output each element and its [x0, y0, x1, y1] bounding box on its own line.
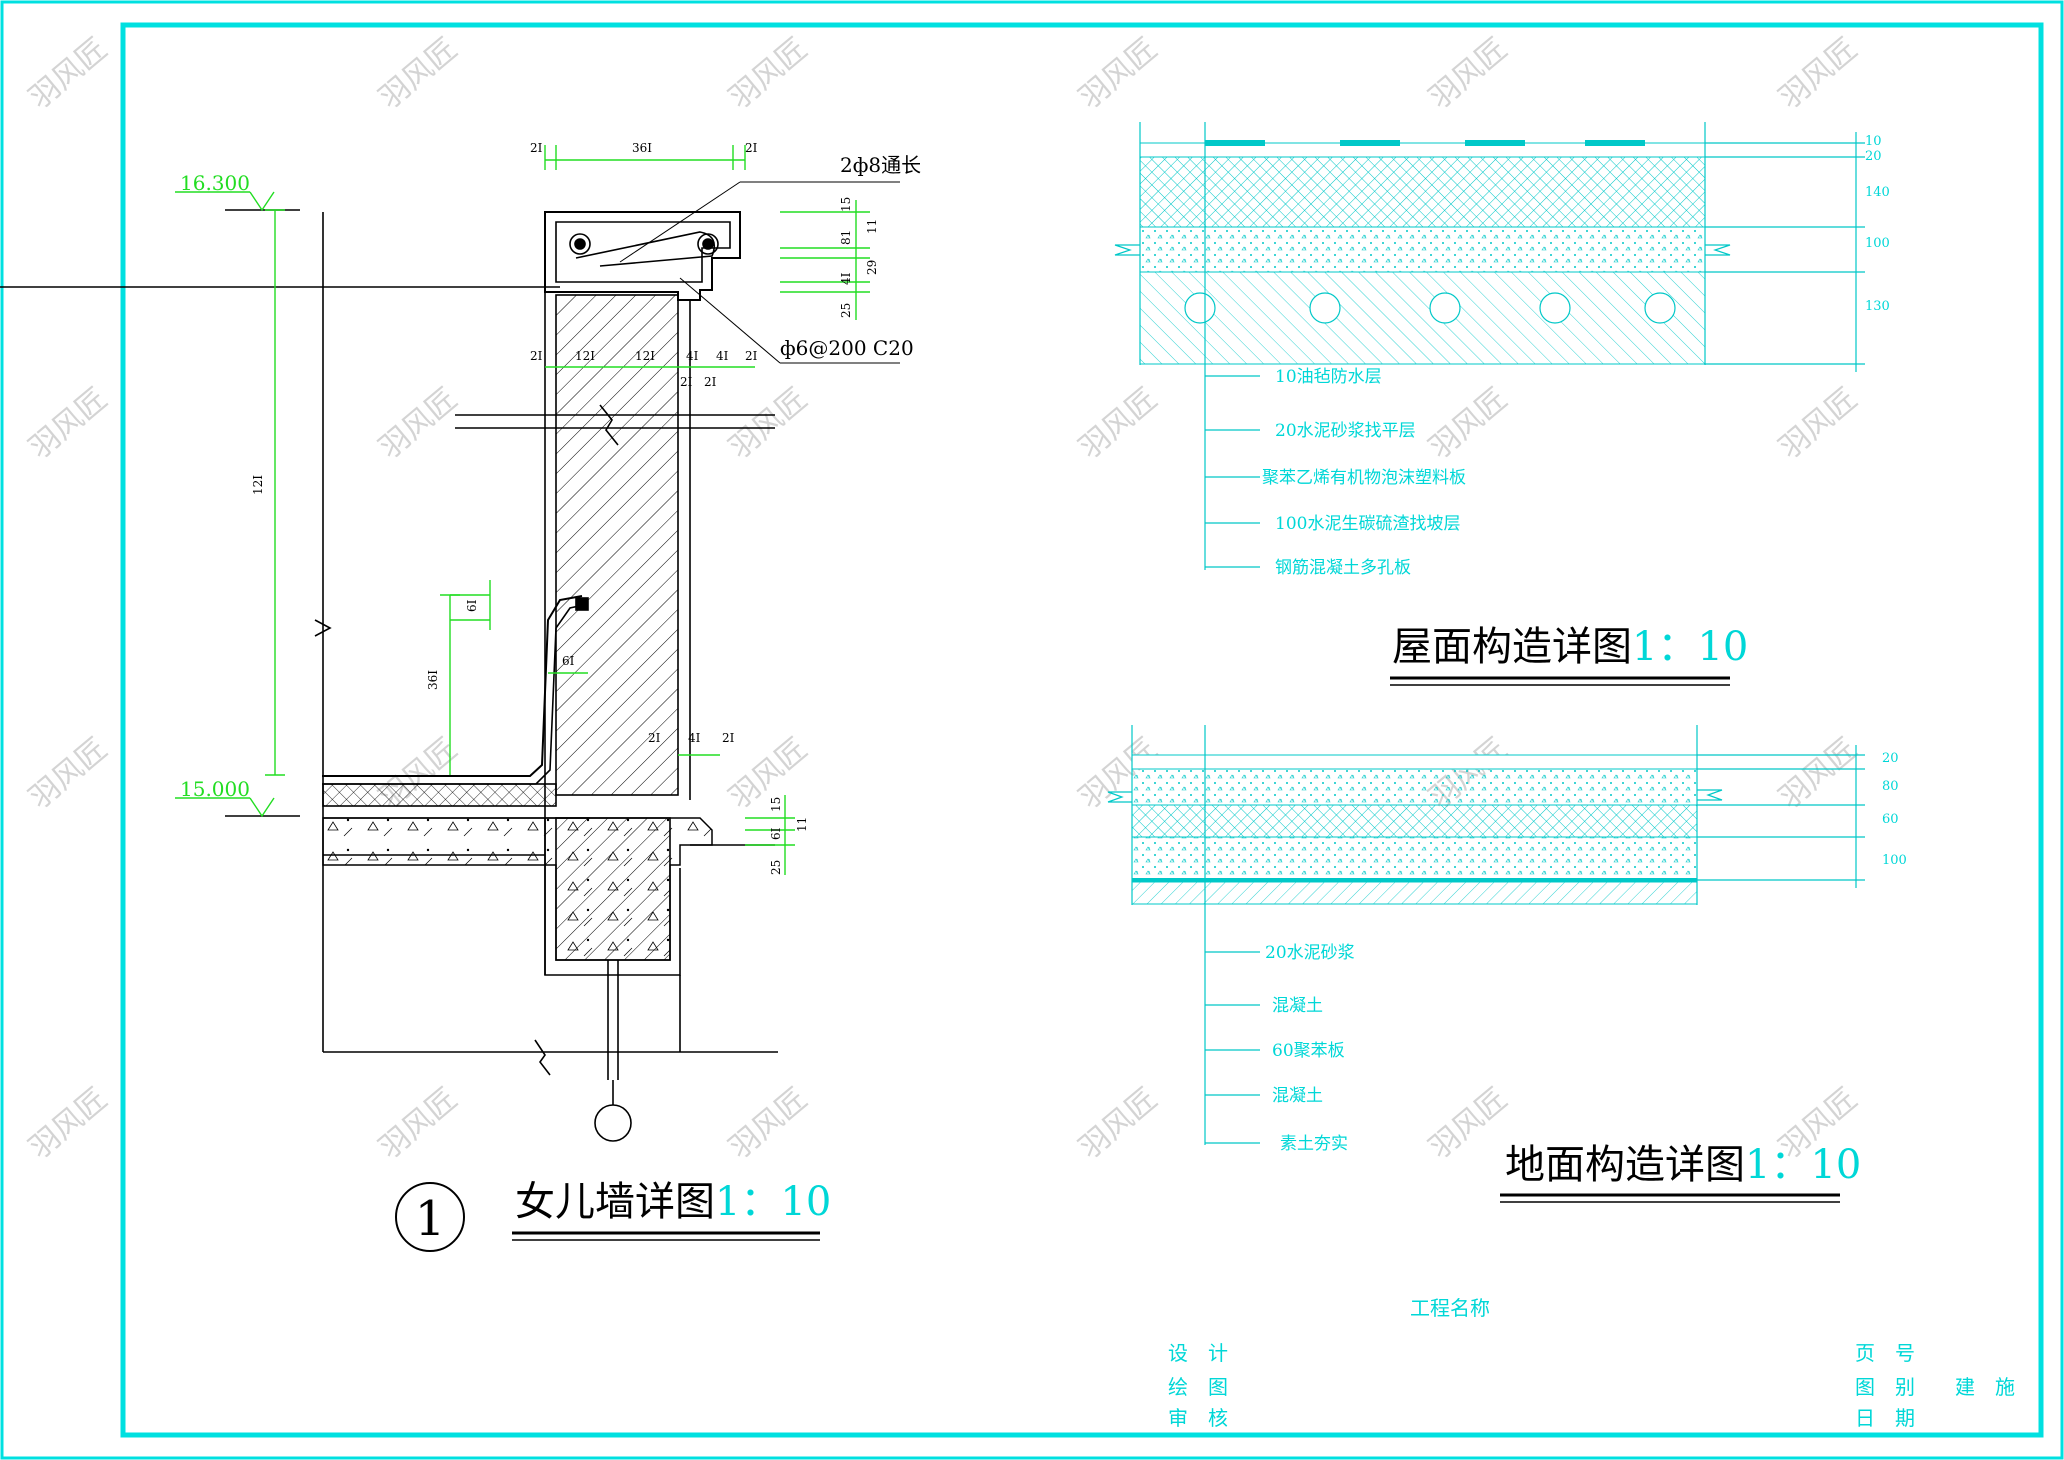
dim-top-left: 2Ⅰ	[530, 141, 543, 155]
roof-detail: 10 20 140 100 130 10油毡防水层 20水泥砂浆找平层 聚苯乙烯…	[1114, 122, 1890, 686]
roof-dim-0: 10	[1865, 134, 1882, 149]
floor-layer-4: 素土夯实	[1280, 1134, 1348, 1154]
watermark-text: 羽风匠	[723, 381, 814, 466]
dim-base-2: 2Ⅰ	[648, 731, 661, 745]
floor-title: 地面构造详图1：10	[1505, 1142, 1861, 1188]
elevation-marker-lines	[175, 191, 275, 818]
page-label: 页 号	[1855, 1341, 1915, 1365]
dim-mid-2b: 2Ⅰ	[745, 349, 758, 363]
elev-top-label: 16.300	[180, 171, 250, 195]
dim-flash-36: 36Ⅰ	[426, 670, 440, 690]
watermark-text: 羽风匠	[1423, 1081, 1514, 1166]
dim-right-25: 25	[839, 303, 853, 318]
roof-layer-0: 10油毡防水层	[1275, 367, 1382, 387]
dim-mid-4a: 4Ⅰ	[686, 349, 699, 363]
watermark-text: 羽风匠	[373, 31, 464, 116]
dim-mid-12a: 12Ⅰ	[575, 349, 595, 363]
floor-layer-0: 20水泥砂浆	[1265, 943, 1355, 963]
design-label: 设 计	[1168, 1341, 1228, 1365]
watermark-text: 羽风匠	[1773, 381, 1864, 466]
elev-bottom-label: 15.000	[180, 777, 250, 801]
watermark-text: 羽风匠	[23, 731, 114, 816]
project-name-label: 工程名称	[1410, 1296, 1490, 1320]
watermark-text: 羽风匠	[1773, 31, 1864, 116]
dim-low-15: 15	[769, 797, 783, 812]
parapet-texts: 16.300 15.000 2ф8通长 ф6@200 C20 2Ⅰ 36Ⅰ 2Ⅰ…	[180, 141, 921, 875]
watermark-text: 羽风匠	[373, 381, 464, 466]
dim-right-29: 29	[865, 260, 879, 275]
detail-marker-number: 1	[415, 1191, 446, 1247]
dim-low-11: 11	[795, 817, 809, 832]
floor-dim-0: 20	[1882, 751, 1899, 766]
roof-dim-2: 140	[1865, 185, 1890, 200]
parapet-dimension-lines	[265, 145, 870, 875]
watermark-text: 羽风匠	[1073, 31, 1164, 116]
dim-right-41: 4Ⅰ	[839, 272, 853, 285]
dim-top-right: 2Ⅰ	[745, 141, 758, 155]
category-label: 图 别	[1855, 1375, 1915, 1399]
floor-detail: 20 80 60 100 20水泥砂浆 混凝土 60聚苯板 混凝土 素土夯实 地…	[1107, 725, 1907, 1203]
draw-label: 绘 图	[1168, 1375, 1228, 1399]
dim-mid-2c: 2Ⅰ	[680, 375, 693, 389]
watermark-text: 羽风匠	[23, 31, 114, 116]
floor-layer-1: 混凝土	[1272, 996, 1323, 1016]
watermark-text: 羽风匠	[723, 1081, 814, 1166]
dim-base-4: 4Ⅰ	[688, 731, 701, 745]
dim-low-25: 25	[769, 860, 783, 875]
watermark-text: 羽风匠	[23, 381, 114, 466]
dim-mid-12b: 12Ⅰ	[635, 349, 655, 363]
dim-flash-6b: 6Ⅰ	[562, 654, 575, 668]
rebar-label: 2ф8通长	[840, 153, 921, 177]
category-value: 建 施	[1955, 1375, 2015, 1399]
floor-layer-2: 60聚苯板	[1272, 1041, 1345, 1061]
roof-title: 屋面构造详图1：10	[1392, 624, 1748, 670]
dim-low-61: 6Ⅰ	[769, 827, 783, 840]
detail-marker-circle	[395, 1182, 465, 1252]
dim-mid-2a: 2Ⅰ	[530, 349, 543, 363]
watermark-text: 羽风匠	[1073, 381, 1164, 466]
dim-top-mid: 36Ⅰ	[632, 141, 652, 155]
watermark-text: 羽风匠	[1773, 731, 1864, 816]
watermark-text: 羽风匠	[23, 1081, 114, 1166]
floor-dim-3: 100	[1882, 853, 1907, 868]
dim-mid-4b: 4Ⅰ	[716, 349, 729, 363]
roof-dim-4: 130	[1865, 299, 1890, 314]
stirrup-label: ф6@200 C20	[780, 336, 914, 360]
dim-right-81: 81	[839, 230, 853, 245]
dim-right-15: 15	[839, 197, 853, 212]
roof-dim-3: 100	[1865, 236, 1890, 251]
watermark-text: 羽风匠	[1423, 31, 1514, 116]
floor-dim-2: 60	[1882, 812, 1899, 827]
roof-layer-3: 100水泥生碳硫渣找坡层	[1275, 514, 1460, 534]
watermark-text: 羽风匠	[1073, 1081, 1164, 1166]
inner-frame	[120, 22, 2044, 1438]
watermark-text: 羽风匠	[1423, 381, 1514, 466]
parapet-title-block: 1 女儿墙详图1：10	[395, 1179, 831, 1252]
date-label: 日 期	[1855, 1406, 1915, 1430]
check-label: 审 核	[1168, 1406, 1228, 1430]
dim-base-2b: 2Ⅰ	[722, 731, 735, 745]
dim-mid-2d: 2Ⅰ	[704, 375, 717, 389]
title-block: 工程名称 设 计 绘 图 审 核 页 号 图 别 日 期 建 施	[1168, 1296, 2015, 1430]
roof-layer-4: 钢筋混凝土多孔板	[1275, 558, 1411, 578]
roof-layer-2: 聚苯乙烯有机物泡沫塑料板	[1262, 468, 1466, 488]
watermark-text: 羽风匠	[373, 1081, 464, 1166]
parapet-title: 女儿墙详图1：10	[515, 1179, 831, 1225]
watermark-text: 羽风匠	[723, 31, 814, 116]
roof-layer-1: 20水泥砂浆找平层	[1275, 421, 1416, 441]
dim-flash-6: 6Ⅰ	[465, 599, 479, 612]
dim-right-11: 11	[865, 219, 879, 234]
floor-dim-1: 80	[1882, 779, 1899, 794]
floor-layer-3: 混凝土	[1272, 1086, 1323, 1106]
dim-height: 12Ⅰ	[251, 475, 265, 495]
roof-dim-1: 20	[1865, 149, 1882, 164]
